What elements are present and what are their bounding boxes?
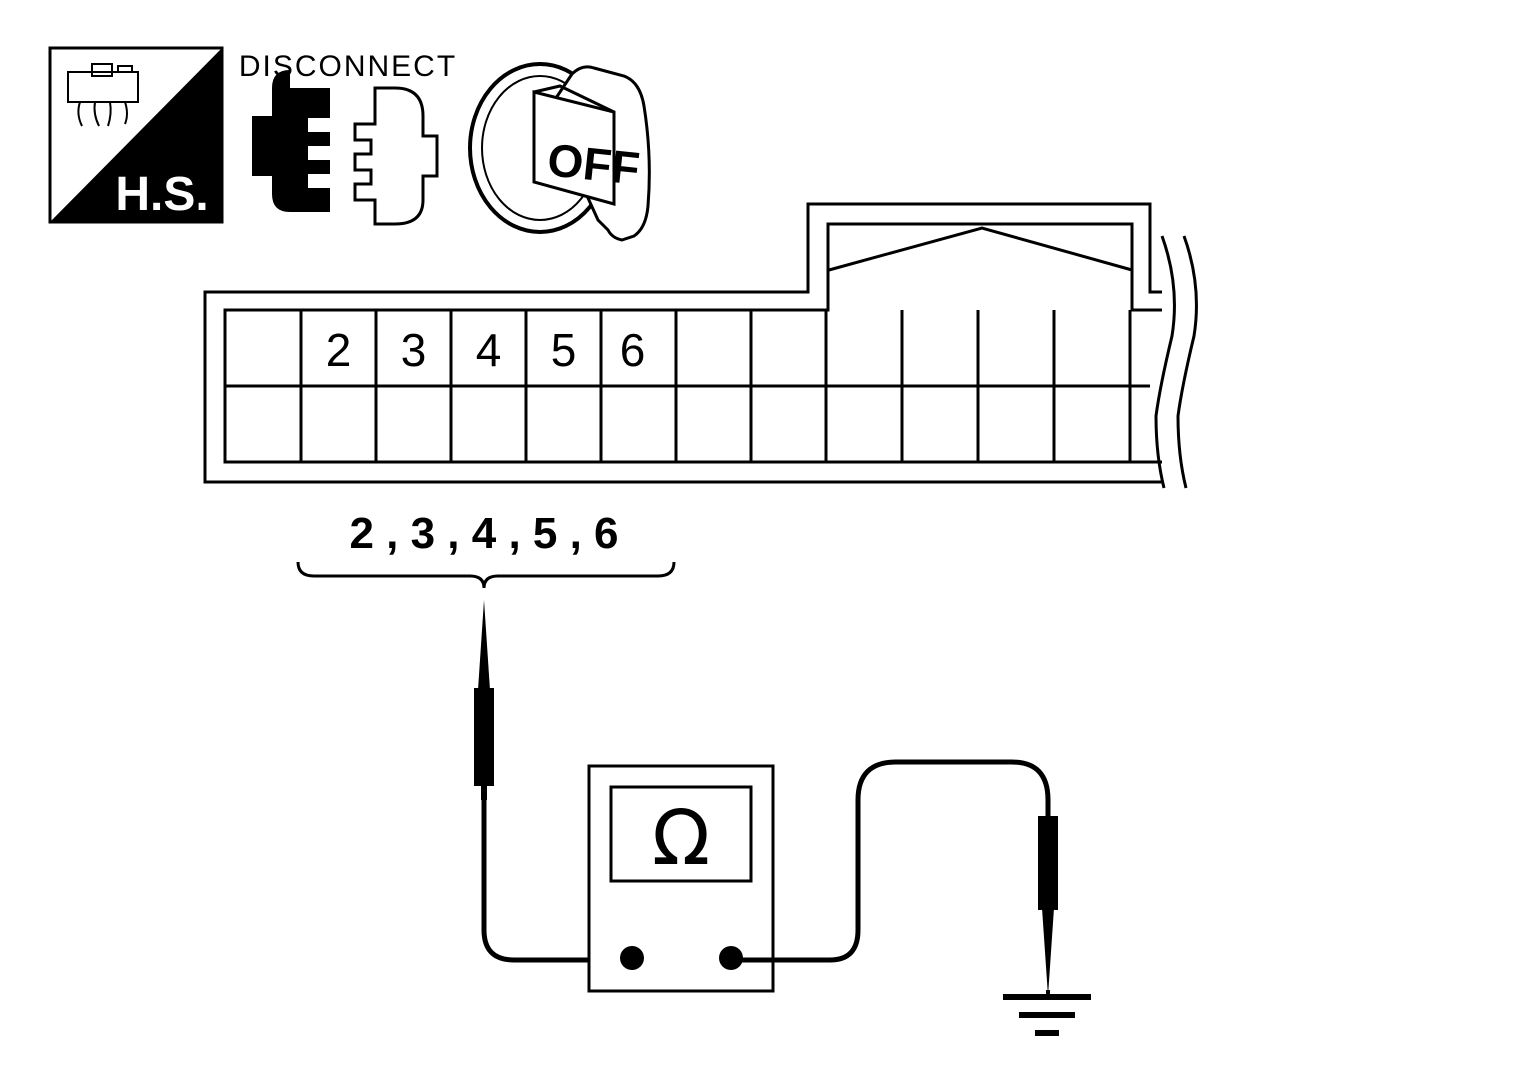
harness-side-icon: H.S. xyxy=(48,46,224,224)
probe-lead-left xyxy=(481,800,632,963)
positive-test-probe xyxy=(474,600,494,800)
connector-latch xyxy=(828,226,1133,272)
meter-terminal-positive xyxy=(620,946,644,970)
pin-label: 2 xyxy=(326,324,352,376)
pin-label: 5 xyxy=(551,324,577,376)
pin-label: 4 xyxy=(476,324,502,376)
pin-label: 3 xyxy=(401,324,427,376)
off-label: OFF xyxy=(545,133,642,194)
disconnect-icon: DISCONNECT xyxy=(239,50,457,226)
terminal-bracket xyxy=(296,561,676,589)
ignition-key-off-icon: OFF xyxy=(468,62,651,242)
probe-lead-right xyxy=(731,759,1051,963)
ohmmeter-icon: Ω xyxy=(587,764,775,993)
disconnect-label: DISCONNECT xyxy=(239,50,457,83)
negative-test-probe xyxy=(1038,816,1058,996)
pin-label: 6 xyxy=(620,324,646,376)
ground-icon xyxy=(1003,990,1091,1036)
ohm-symbol: Ω xyxy=(652,793,710,882)
hs-label: H.S. xyxy=(115,168,208,221)
probe-terminals-label: 2 , 3 , 4 , 5 , 6 xyxy=(349,509,618,558)
break-mark xyxy=(1154,235,1198,489)
